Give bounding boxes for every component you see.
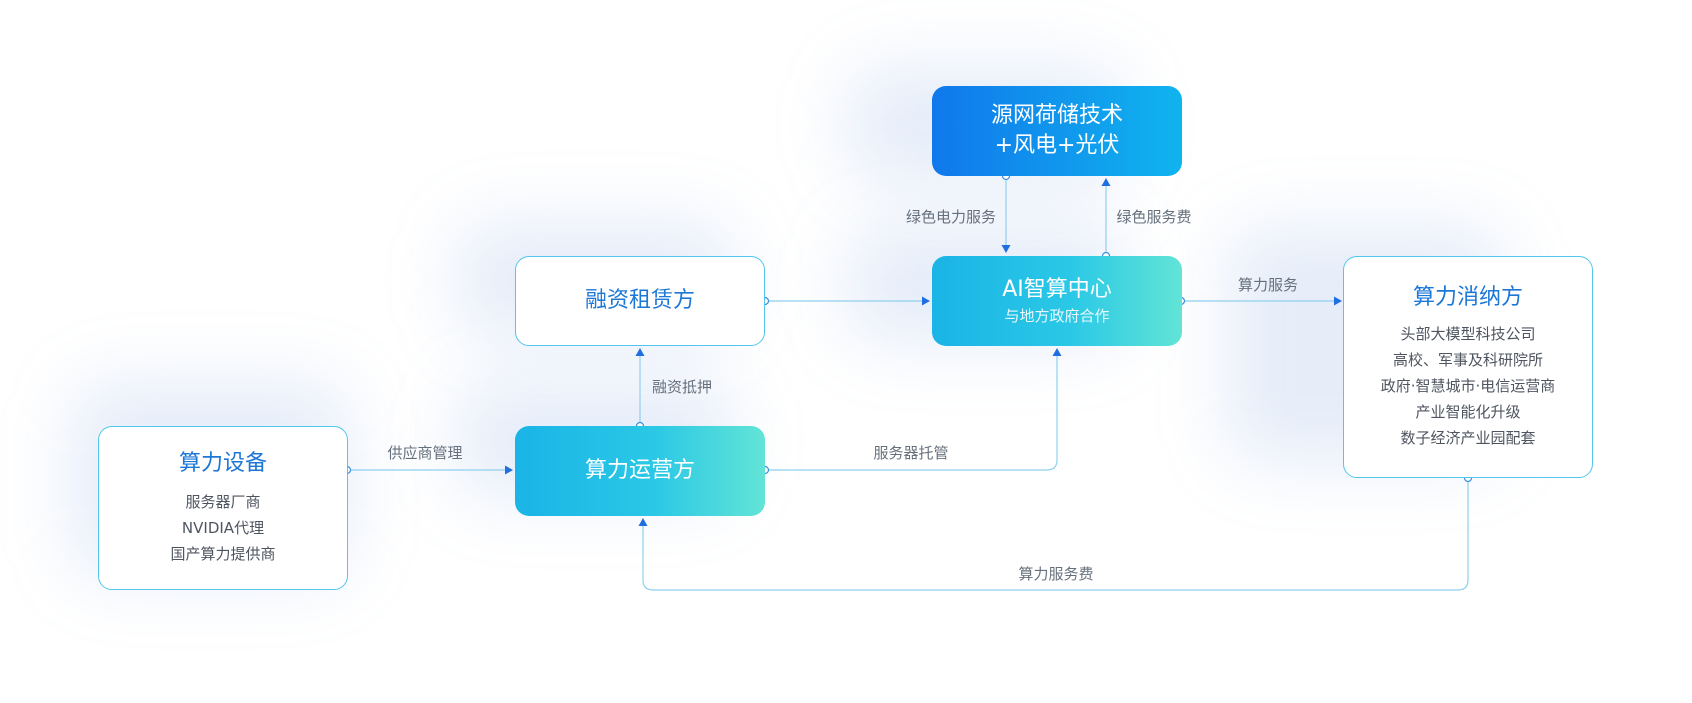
node-energy-tech-title-line1: 源网荷储技术 [990, 103, 1123, 128]
node-compute-operator-title: 算力运营方 [584, 458, 695, 483]
node-ai-center-subtitle: 与地方政府合作 [1004, 307, 1110, 325]
edge-consumer-operator [642, 478, 1469, 591]
node-financing-lessor-title: 融资租赁方 [584, 288, 695, 313]
node-compute-equipment-title: 算力设备 [178, 451, 267, 476]
consumer-item: 数子经济产业园配套 [1400, 429, 1536, 447]
edge-label-compute-fee: 算力服务费 [1018, 565, 1094, 583]
edge-operator-ai [765, 353, 1058, 471]
arrow-to-operator [505, 465, 513, 475]
arrow-to-financing [635, 348, 645, 356]
arrow-energy-to-ai [1001, 245, 1011, 253]
node-energy-tech: 源网荷储技术 +风电+光伏 [932, 86, 1182, 176]
consumer-item: 高校、军事及科研院所 [1392, 351, 1543, 369]
consumer-item: 头部大模型科技公司 [1400, 325, 1536, 343]
equipment-item: 国产算力提供商 [170, 545, 276, 563]
node-ai-center-title: AI智算中心 [1002, 277, 1112, 302]
node-financing-lessor: 融资租赁方 [515, 256, 765, 346]
edge-label-compute-service: 算力服务 [1237, 276, 1299, 294]
arrow-financing-to-ai [922, 296, 930, 306]
arrow-to-consumer [1334, 296, 1342, 306]
node-compute-consumer-title: 算力消纳方 [1412, 285, 1523, 310]
edge-label-green-power: 绿色电力服务 [905, 208, 997, 226]
equipment-item: 服务器厂商 [185, 493, 261, 511]
edge-label-financing-pledge: 融资抵押 [651, 378, 713, 396]
node-compute-equipment: 算力设备 服务器厂商 NVIDIA代理 国产算力提供商 [98, 426, 348, 590]
node-energy-tech-title-line2: +风电+光伏 [994, 133, 1120, 158]
consumer-item: 政府·智慧城市·电信运营商 [1380, 377, 1556, 395]
edge-label-green-fee: 绿色服务费 [1116, 208, 1192, 226]
node-ai-center: AI智算中心 与地方政府合作 [932, 256, 1182, 346]
node-compute-operator: 算力运营方 [515, 426, 765, 516]
equipment-item: NVIDIA代理 [181, 519, 265, 537]
arrow-ai-to-energy [1101, 178, 1111, 186]
node-compute-consumer: 算力消纳方 头部大模型科技公司 高校、军事及科研院所 政府·智慧城市·电信运营商… [1343, 256, 1593, 478]
arrow-operator-to-ai [1052, 348, 1062, 356]
arrow-fee-to-operator [638, 518, 648, 526]
consumer-item: 产业智能化升级 [1415, 403, 1521, 421]
edge-label-supplier-mgmt: 供应商管理 [387, 444, 463, 462]
edge-label-server-hosting: 服务器托管 [873, 444, 949, 462]
